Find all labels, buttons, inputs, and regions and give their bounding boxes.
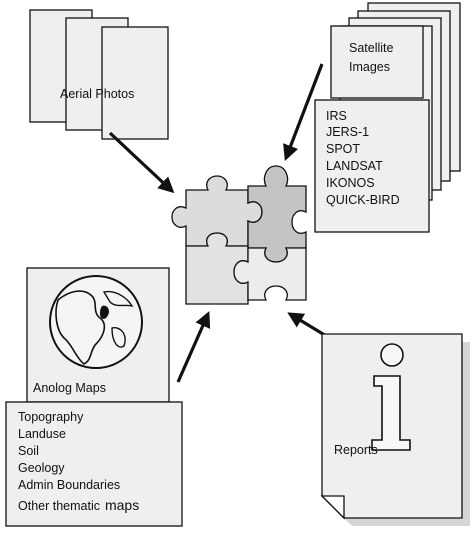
map-item-last-suffix: maps bbox=[105, 497, 139, 513]
map-item-last-prefix: Other thematic bbox=[18, 499, 100, 513]
map-item: Soil bbox=[18, 444, 39, 458]
analog-maps-group: Anolog Maps Topography Landuse Soil Geol… bbox=[5, 267, 183, 527]
arrow-maps-to-puzzle bbox=[176, 311, 211, 383]
satellite-item: QUICK-BIRD bbox=[326, 193, 400, 207]
satellite-item: IRS bbox=[326, 109, 347, 123]
satellite-item: SPOT bbox=[326, 142, 360, 156]
map-item-last: Other thematic maps bbox=[18, 497, 139, 513]
puzzle-piece-bottom-right bbox=[233, 247, 307, 301]
arrow-satellite-to-puzzle bbox=[283, 63, 324, 161]
puzzle-icon bbox=[171, 165, 307, 305]
reports-label: Reports bbox=[334, 443, 378, 457]
map-item: Admin Boundaries bbox=[18, 478, 120, 492]
aerial-photos-label: Aerial Photos bbox=[60, 87, 134, 101]
analog-maps-label: Anolog Maps bbox=[33, 381, 106, 395]
globe-icon bbox=[49, 275, 143, 369]
satellite-title-line2: Images bbox=[349, 60, 390, 74]
map-item: Topography bbox=[18, 410, 84, 424]
arrow-aerial-to-puzzle bbox=[108, 131, 175, 194]
aerial-photos-stack: Aerial Photos bbox=[29, 9, 169, 140]
satellite-item: JERS-1 bbox=[326, 125, 369, 139]
arrows bbox=[108, 63, 357, 383]
map-item: Landuse bbox=[18, 427, 66, 441]
satellite-item: IKONOS bbox=[326, 176, 375, 190]
info-icon bbox=[371, 343, 411, 451]
satellite-title-line1: Satellite bbox=[349, 41, 394, 55]
map-item: Geology bbox=[18, 461, 65, 475]
satellite-images-stack: Satellite Images IRS JERS-1 SPOT LANDSAT… bbox=[314, 2, 461, 233]
satellite-item: LANDSAT bbox=[326, 159, 383, 173]
reports-document: Reports bbox=[320, 333, 470, 526]
